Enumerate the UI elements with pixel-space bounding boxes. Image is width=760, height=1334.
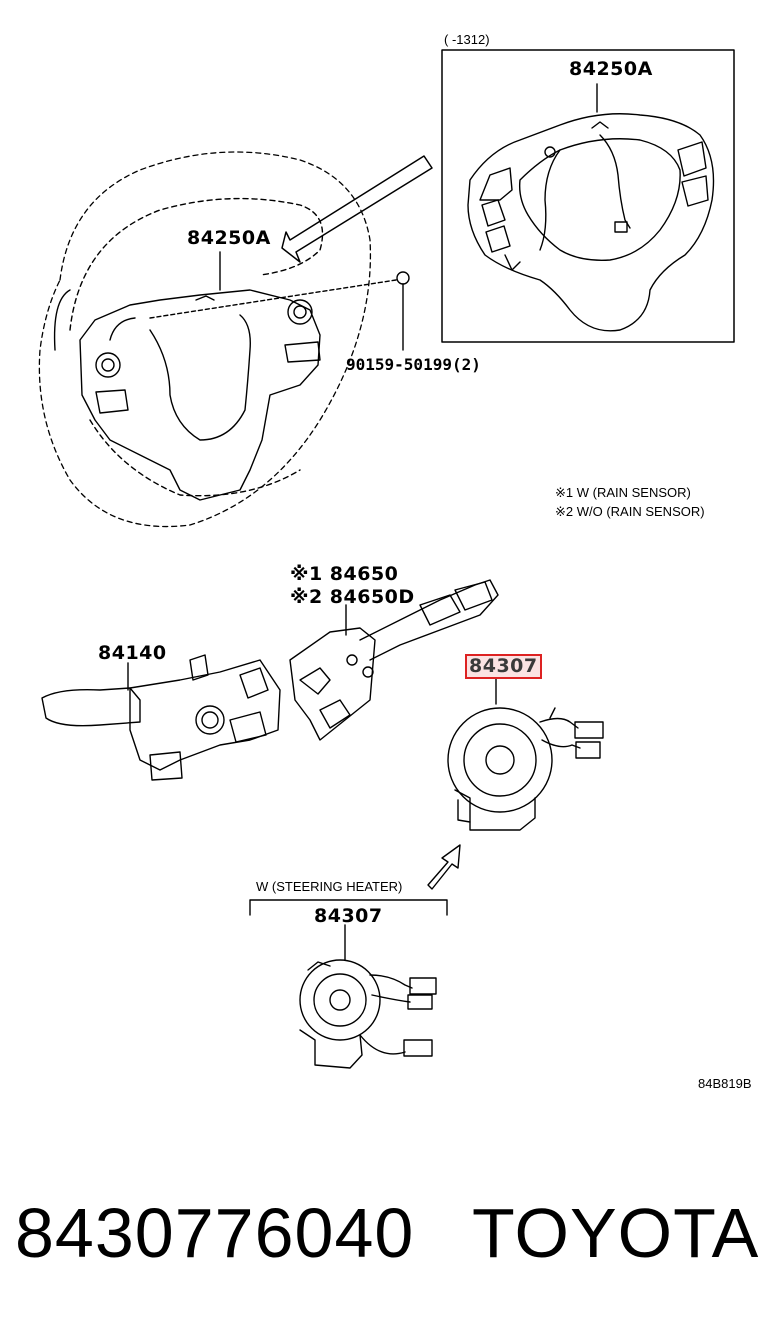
wheel-part-label: 84250A — [187, 227, 271, 249]
wiper-switch-label-2: ※2 84650D — [290, 586, 415, 608]
inset-date-range: ( -1312) — [444, 32, 490, 47]
footer-brand: TOYOTA — [472, 1194, 760, 1272]
note-rain-sensor-with: ※1 W (RAIN SENSOR) — [555, 485, 691, 500]
spiral-cable-label: 84307 — [465, 654, 542, 679]
inset-part-label: 84250A — [569, 58, 653, 80]
heater-variant-caption: W (STEERING HEATER) — [256, 879, 403, 894]
arrow-up — [427, 844, 461, 890]
footer-part-number: 8430776040 — [15, 1194, 415, 1272]
wiper-switch-label-1: ※1 84650 — [290, 563, 399, 585]
steering-wheel-drawing — [38, 151, 433, 528]
turn-switch-drawing — [41, 654, 281, 781]
note-rain-sensor-without: ※2 W/O (RAIN SENSOR) — [555, 504, 705, 519]
heater-spiral-cable-label: 84307 — [314, 905, 383, 927]
inset-steering-pad-drawing — [441, 49, 735, 343]
wiper-switch-drawing — [289, 579, 499, 741]
bolt-part-label: 90159-50199(2) — [346, 355, 481, 374]
turn-switch-label: 84140 — [98, 642, 167, 664]
spiral-cable-drawing — [447, 675, 604, 831]
heater-variant-bracket — [249, 899, 448, 961]
heater-spiral-cable-drawing — [299, 959, 437, 1069]
diagram-code: 84B819B — [698, 1076, 752, 1091]
